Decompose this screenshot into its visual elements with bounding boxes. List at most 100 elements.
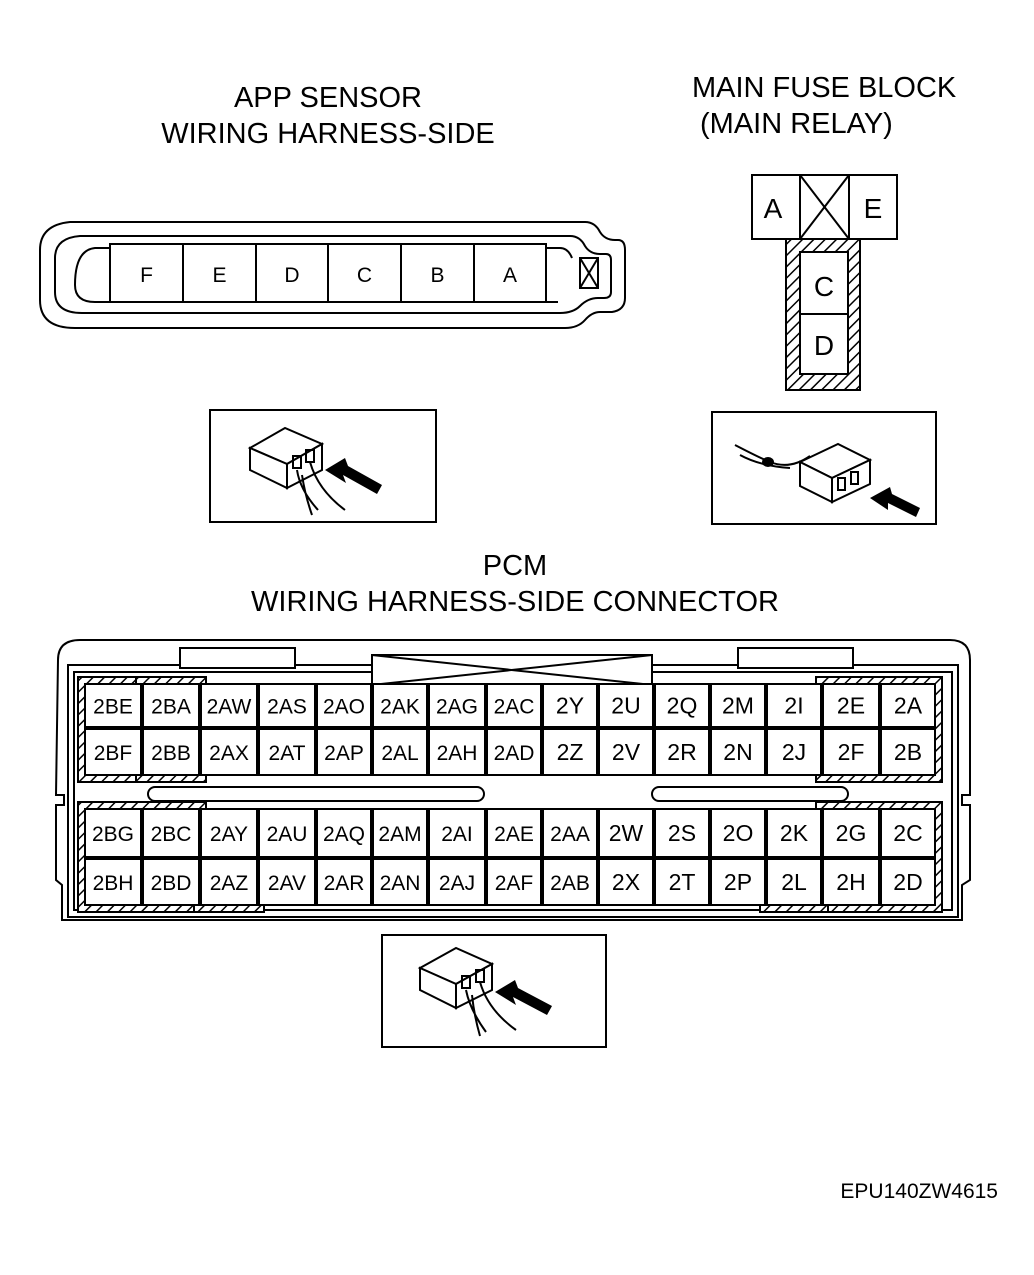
- pcm-pin-cell: [372, 683, 428, 728]
- app-sensor-title-line1: APP SENSOR: [233, 82, 423, 114]
- pcm-pin-2n: 2N: [723, 739, 752, 765]
- pcm-pin-cell: [880, 683, 936, 728]
- pcm-pin-2av: 2AV: [268, 872, 306, 895]
- pcm-title: PCM WIRING HARNESS-SIDE CONNECTOR: [160, 548, 870, 620]
- pcm-pin-2bc: 2BC: [151, 823, 192, 846]
- pcm-pin-2z: 2Z: [557, 739, 584, 765]
- pcm-pin-cell: [710, 728, 766, 776]
- pcm-pin-cell: [84, 683, 142, 728]
- pcm-pin-2aj: 2AJ: [439, 872, 475, 895]
- pcm-pin-2au: 2AU: [267, 823, 308, 846]
- pcm-pin-cell: [880, 858, 936, 906]
- app-sensor-title-line2: WIRING HARNESS-SIDE: [161, 118, 495, 150]
- app-sensor-pin-a: A: [503, 264, 517, 287]
- figure-code: EPU140ZW4615: [840, 1180, 998, 1203]
- pcm-pin-2ay: 2AY: [210, 823, 248, 846]
- pcm-pin-cell: [710, 683, 766, 728]
- pcm-pin-cell: [258, 728, 316, 776]
- pcm-title-line1: PCM: [482, 550, 548, 582]
- pcm-pin-2k: 2K: [780, 820, 809, 846]
- pcm-pin-cell: [142, 728, 200, 776]
- pcm-title-line2: WIRING HARNESS-SIDE CONNECTOR: [251, 586, 779, 618]
- pcm-pin-cell: [486, 683, 542, 728]
- app-sensor-pin-d: D: [284, 264, 299, 287]
- pcm-pin-2d: 2D: [893, 869, 922, 895]
- pcm-pin-2e: 2E: [837, 693, 865, 719]
- pcm-pin-2y: 2Y: [556, 693, 584, 719]
- pcm-pin-cell: [598, 808, 654, 858]
- pcm-pin-cell: [428, 858, 486, 906]
- pcm-pin-cell: [200, 858, 258, 906]
- app-sensor-pin-cell: [109, 243, 184, 303]
- pcm-pin-2m: 2M: [722, 693, 754, 719]
- pcm-pin-2i: 2I: [784, 693, 803, 719]
- pcm-pin-2b: 2B: [894, 739, 922, 765]
- app-sensor-pin-cell: [327, 243, 402, 303]
- pcm-pin-cell: [710, 808, 766, 858]
- pcm-pin-cell: [316, 858, 372, 906]
- connector-view-arrow-icon: [209, 409, 437, 523]
- main-fuse-block-title-line2: (MAIN RELAY): [700, 108, 893, 140]
- pcm-pin-2bf: 2BF: [94, 742, 133, 765]
- pcm-pin-cell: [84, 728, 142, 776]
- pcm-pin-cell: [880, 808, 936, 858]
- pcm-pin-cell: [372, 808, 428, 858]
- pcm-pin-cell: [258, 808, 316, 858]
- main-fuse-block-title-line1: MAIN FUSE BLOCK: [692, 72, 957, 104]
- pcm-pin-2as: 2AS: [267, 696, 307, 719]
- pcm-pin-2v: 2V: [612, 739, 641, 765]
- pcm-pin-cell: [316, 808, 372, 858]
- pcm-pin-2ba: 2BA: [151, 696, 191, 719]
- pcm-pin-cell: [142, 683, 200, 728]
- pcm-pin-2l: 2L: [781, 869, 807, 895]
- pcm-pin-2ah: 2AH: [437, 742, 478, 765]
- relay-pin-c: C: [814, 271, 834, 302]
- pcm-connector-view-arrow-icon: [381, 934, 607, 1048]
- pcm-pin-2h: 2H: [836, 869, 865, 895]
- app-sensor-title: APP SENSOR WIRING HARNESS-SIDE: [118, 80, 538, 152]
- pcm-pin-2ap: 2AP: [324, 742, 364, 765]
- pcm-pin-2w: 2W: [609, 820, 644, 846]
- pcm-pin-cell: [486, 858, 542, 906]
- pcm-pin-2f: 2F: [838, 739, 865, 765]
- pcm-pin-cell: [880, 728, 936, 776]
- pcm-pin-2al: 2AL: [381, 742, 418, 765]
- pcm-pin-cell: [486, 728, 542, 776]
- pcm-pin-2af: 2AF: [495, 872, 534, 895]
- pcm-pin-cell: [542, 858, 598, 906]
- pcm-pin-2c: 2C: [893, 820, 922, 846]
- pcm-pin-cell: [258, 683, 316, 728]
- pcm-pin-cell: [316, 683, 372, 728]
- pcm-pin-2u: 2U: [611, 693, 640, 719]
- pcm-pin-2ax: 2AX: [209, 742, 249, 765]
- main-relay-connector: A E C D: [751, 174, 898, 391]
- pcm-pin-cell: [598, 728, 654, 776]
- pcm-pin-2an: 2AN: [380, 872, 421, 895]
- pcm-pin-cell: [200, 683, 258, 728]
- app-sensor-pin-b: B: [430, 264, 444, 287]
- pcm-pin-2ab: 2AB: [550, 872, 590, 895]
- pcm-pin-cell: [598, 683, 654, 728]
- pcm-pin-cell: [200, 808, 258, 858]
- pcm-pin-2aa: 2AA: [550, 823, 590, 846]
- pcm-pin-cell: [372, 728, 428, 776]
- pcm-pin-2j: 2J: [782, 739, 806, 765]
- pcm-pin-cell: [316, 728, 372, 776]
- pcm-pin-cell: [598, 858, 654, 906]
- pcm-pin-cell: [822, 728, 880, 776]
- app-sensor-pin-cell: [182, 243, 257, 303]
- pcm-pin-cell: [84, 808, 142, 858]
- pcm-pin-2ad: 2AD: [494, 742, 535, 765]
- pcm-pin-2bd: 2BD: [151, 872, 192, 895]
- pcm-pin-cell: [428, 808, 486, 858]
- app-sensor-pin-f: F: [140, 264, 153, 287]
- app-sensor-pin-e: E: [212, 264, 226, 287]
- pcm-pin-cell: [428, 683, 486, 728]
- relay-pin-e: E: [864, 193, 883, 224]
- pcm-pin-cell: [200, 728, 258, 776]
- pcm-pin-cell: [654, 683, 710, 728]
- pcm-pin-2p: 2P: [724, 869, 752, 895]
- pcm-pin-cell: [654, 858, 710, 906]
